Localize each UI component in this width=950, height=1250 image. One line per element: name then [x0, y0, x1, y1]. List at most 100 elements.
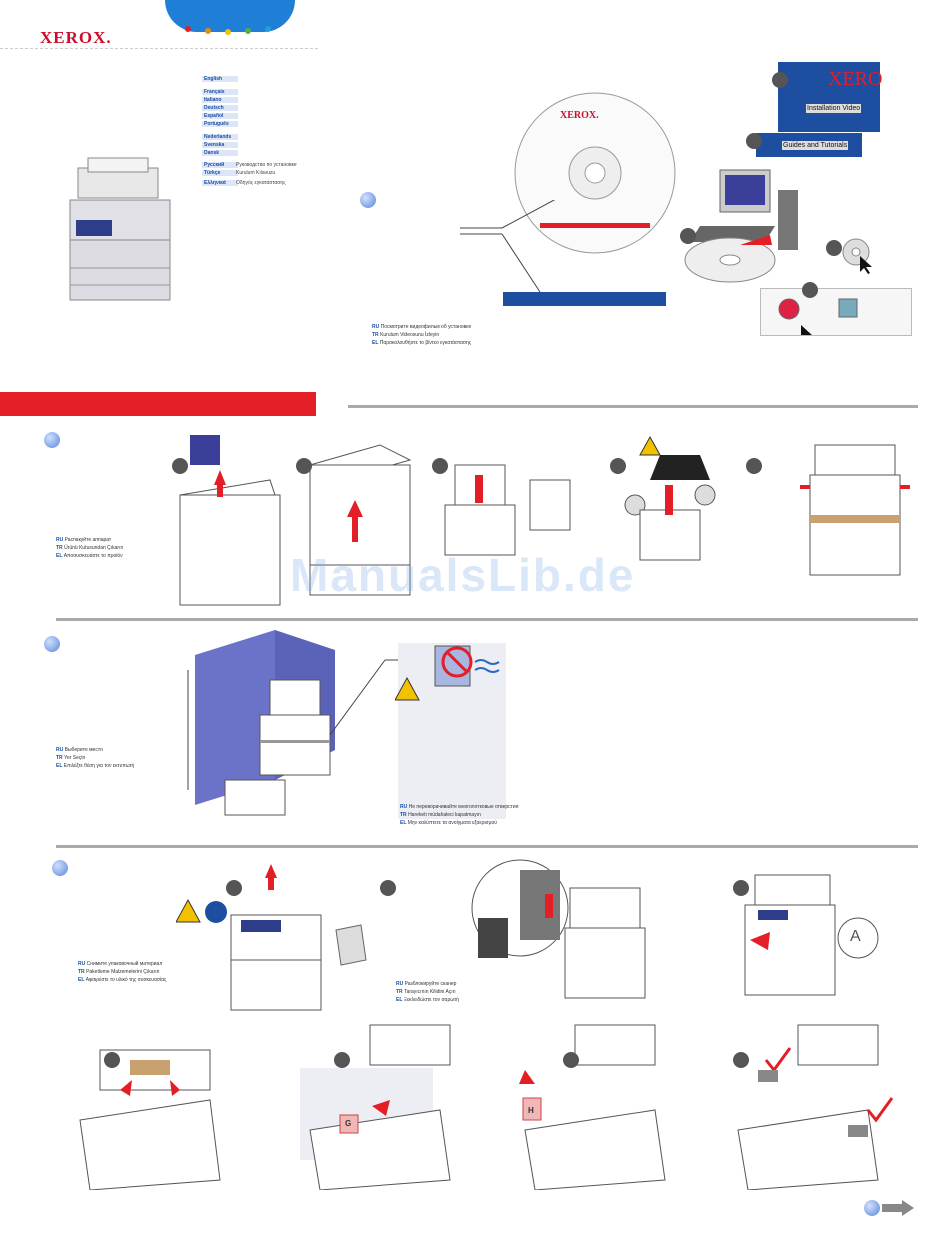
color-dot	[205, 28, 211, 34]
instruction-text: Tarayıcının Kilidini Açın	[404, 989, 456, 995]
instruction-text: Снимите упаковочный материал	[86, 961, 163, 967]
instruction-line: EL Επιλέξτε θέση για τον εκτυπωτή	[56, 754, 134, 769]
vent-warning-illustration	[395, 645, 500, 701]
callout-lines	[330, 659, 410, 736]
instruction-text: Μην καλύπτετε τα ανοίγματα εξαερισμού	[407, 820, 498, 826]
language-code: TR	[396, 989, 405, 995]
instruction-text: Разблокируйте сканер	[404, 981, 457, 987]
label-h: H	[528, 1106, 534, 1115]
step-number	[610, 458, 626, 474]
language-name: Dansk	[202, 150, 238, 156]
unlock-scanner-illustration	[471, 859, 646, 999]
language-code: TR	[400, 812, 409, 818]
remove-tape-illustration	[79, 1049, 221, 1190]
instruction-line: RU Посмотрите видеофильм об установке	[372, 315, 471, 330]
instruction-line: RU Разблокируйте сканер	[396, 972, 459, 987]
section-divider	[56, 845, 918, 848]
instruction-line: TR Tarayıcının Kilidini Açın	[396, 980, 459, 995]
step-number	[733, 1052, 749, 1068]
xerox-logo: XEROX.	[40, 28, 112, 47]
language-code: TR	[56, 545, 65, 551]
step-number	[746, 458, 762, 474]
instruction-text: Ξεκλειδώστε τον σαρωτή	[403, 997, 459, 1003]
instruction-text: Yer Seçin	[64, 755, 86, 761]
guides-label: Guides and Tutorials	[782, 141, 849, 150]
warning-instructions: RU Не переворачивайте многолотковые отве…	[400, 795, 518, 826]
language-text: Kurulum Kılavuzu	[236, 170, 276, 176]
step-bullet	[44, 432, 60, 448]
language-name: English	[202, 76, 238, 82]
step-number	[826, 240, 842, 256]
computer-icon	[690, 169, 798, 250]
step-number	[172, 458, 188, 474]
instruction-line: EL Αποσυσκευάστε το προϊόν	[56, 544, 123, 559]
language-code: EL	[56, 763, 64, 769]
step-number	[802, 282, 818, 298]
step-number	[334, 1052, 350, 1068]
step-number	[432, 458, 448, 474]
callout-lines	[460, 200, 556, 293]
video-brand: XERO	[828, 68, 883, 90]
section-header-bar	[0, 392, 316, 416]
language-code: EL	[372, 340, 380, 346]
installation-video-screen[interactable]: XERO Installation Video	[778, 62, 883, 132]
instruction-text: Hareketi müdahaleci kapatmayın	[408, 812, 481, 818]
language-code: TR	[78, 969, 87, 975]
instruction-line: RU Снимите упаковочный материал	[78, 952, 166, 967]
language-code: RU	[396, 981, 405, 987]
watermark: ManualsLib.de	[290, 549, 636, 601]
guides-screen[interactable]: Guides and Tutorials	[756, 133, 862, 157]
next-bullet	[864, 1200, 880, 1216]
instruction-text: Выберите место	[64, 747, 103, 753]
instruction-text: Kurulum Videosunu İzleyin	[380, 332, 440, 338]
next-arrow-icon[interactable]	[882, 1200, 914, 1216]
language-code: RU	[78, 961, 87, 967]
instruction-line: EL Μην καλύπτετε τα ανοίγματα εξαερισμού	[400, 811, 518, 826]
step-number	[104, 1052, 120, 1068]
instruction-text: Αποσυσκευάστε το προϊόν	[63, 553, 123, 559]
language-name: Русский	[202, 162, 238, 168]
desktop-icons	[778, 298, 858, 335]
language-name: Français	[202, 89, 238, 95]
lock-levers-illustration	[737, 1024, 894, 1190]
unpack-illustrations	[179, 435, 910, 606]
instruction-line: EL Αφαιρέστε το υλικό της συσκευασίας	[78, 968, 166, 983]
step-number	[226, 880, 242, 896]
cd-icon[interactable]	[840, 236, 880, 276]
instruction-line: TR Paketleme Malzemelerini Çıkarın	[78, 960, 166, 975]
clearance-diagram	[187, 630, 335, 816]
instruction-text: Paketleme Malzemelerini Çıkarın	[86, 969, 160, 975]
language-code: RU	[400, 804, 409, 810]
step-number	[380, 880, 396, 896]
instruction-text: Επιλέξτε θέση για τον εκτυπωτή	[63, 763, 135, 769]
language-code: EL	[396, 997, 404, 1003]
language-code: TR	[56, 755, 65, 761]
language-name: Italiano	[202, 97, 238, 103]
step-number	[772, 72, 788, 88]
language-name: Nederlands	[202, 134, 238, 140]
printer-illustration	[69, 157, 171, 301]
language-name: Español	[202, 113, 238, 119]
step-bullet	[52, 860, 68, 876]
instruction-line: TR Kurulum Videosunu İzleyin	[372, 323, 471, 338]
language-code: RU	[56, 537, 65, 543]
section-divider	[348, 405, 918, 408]
installation-video-label: Installation Video	[806, 104, 862, 113]
step-number	[680, 228, 696, 244]
step-bullet	[44, 636, 60, 652]
color-dot	[265, 26, 271, 32]
instruction-line: TR Yer Seçin	[56, 746, 134, 761]
language-code: RU	[372, 324, 381, 330]
language-code: TR	[372, 332, 381, 338]
remove-strap-h-illustration	[519, 1024, 666, 1190]
cd-disc	[514, 92, 676, 254]
cd-insert-icon	[684, 235, 776, 283]
scanner-film-illustration	[176, 864, 367, 1011]
step-bullet	[360, 192, 376, 208]
language-name: Türkçe	[202, 170, 238, 176]
label-g: G	[345, 1119, 352, 1128]
